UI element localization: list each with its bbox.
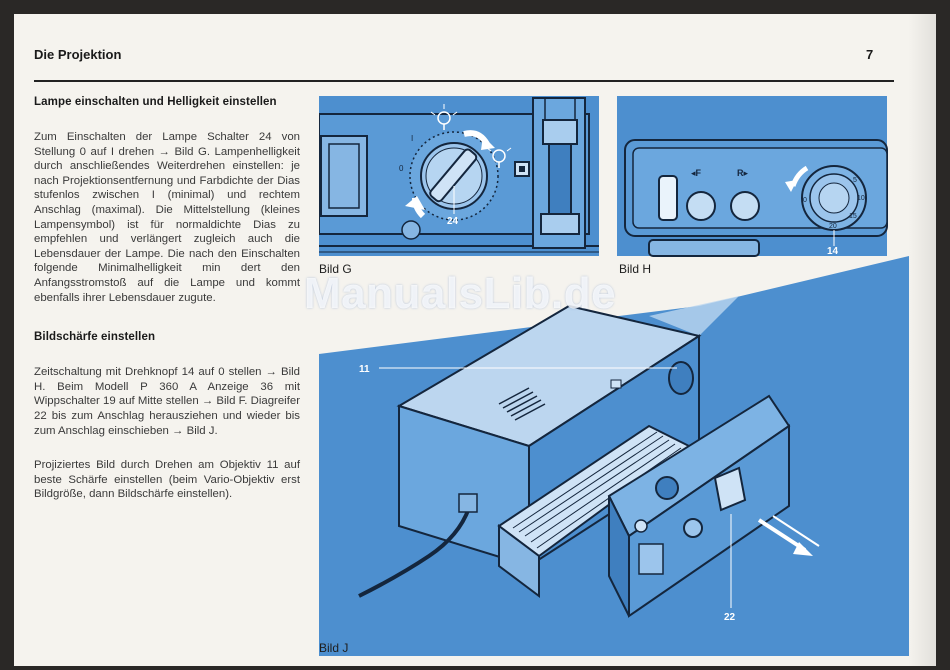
callout-24: 24 <box>447 216 459 227</box>
caption-bild-g: Bild G <box>319 262 352 276</box>
rotate-arrow-h-icon <box>785 180 797 192</box>
timer-mark-10: 10 <box>857 195 865 202</box>
slide-gripper <box>713 466 747 512</box>
pull-arrow-icon <box>793 542 813 556</box>
timer-mark-0: 0 <box>803 197 807 204</box>
timer-dial-14 <box>801 165 867 231</box>
figure-area: 0 I <box>318 96 909 656</box>
page-title: Die Projektion <box>34 47 122 62</box>
figure-j: 11 22 <box>319 256 909 656</box>
paragraph-focus-1: Zeitschaltung mit Drehknopf 14 auf 0 ste… <box>34 366 300 437</box>
lens-objective <box>668 361 694 395</box>
lamp-switch-dial <box>409 131 499 221</box>
text-column: Lampe einschalten und Helligkeit einstel… <box>34 96 300 522</box>
timer-mark-5: 5 <box>853 177 857 184</box>
dial-mark-0: 0 <box>399 164 404 173</box>
callout-14: 14 <box>827 246 839 257</box>
callout-11: 11 <box>359 364 370 375</box>
rotate-back-arrow-icon <box>405 196 425 210</box>
caption-bild-h: Bild H <box>619 262 651 276</box>
panel-knob <box>655 476 679 500</box>
paragraph-focus-2: Projiziertes Bild durch Drehen am Objekt… <box>34 459 300 501</box>
spine-shadow <box>908 14 936 666</box>
callout-22: 22 <box>724 612 736 623</box>
rocker-switch <box>658 175 678 221</box>
button-label-r: R▸ <box>737 168 748 178</box>
watermark: ManualsLib.de <box>304 269 617 318</box>
timer-mark-15: 15 <box>849 213 857 220</box>
page-number: 7 <box>866 47 874 62</box>
figures-illustration: 0 I <box>318 96 909 656</box>
section-heading-lamp: Lampe einschalten und Helligkeit einstel… <box>34 96 277 108</box>
figure-h: ◂F R▸ 0 5 10 15 20 14 <box>617 96 888 257</box>
button-label-f: ◂F <box>691 168 702 178</box>
rotate-arrow-icon <box>481 136 495 150</box>
focus-back-button <box>686 191 716 221</box>
section-heading-focus: Bildschärfe einstellen <box>34 331 156 344</box>
paragraph-lamp: Zum Einschalten der Lampe Schalter 24 vo… <box>34 131 300 304</box>
header-rule <box>34 80 894 82</box>
caption-bild-j: Bild J <box>319 641 348 655</box>
figure-g: 0 I <box>318 96 599 256</box>
focus-forward-button <box>730 191 760 221</box>
power-cord <box>358 507 471 598</box>
dial-mark-1: I <box>411 134 413 143</box>
timer-mark-20: 20 <box>829 223 837 230</box>
manual-page: Die Projektion 7 Lampe einschalten und H… <box>14 14 936 666</box>
lamp-symbol-icon <box>430 104 458 130</box>
